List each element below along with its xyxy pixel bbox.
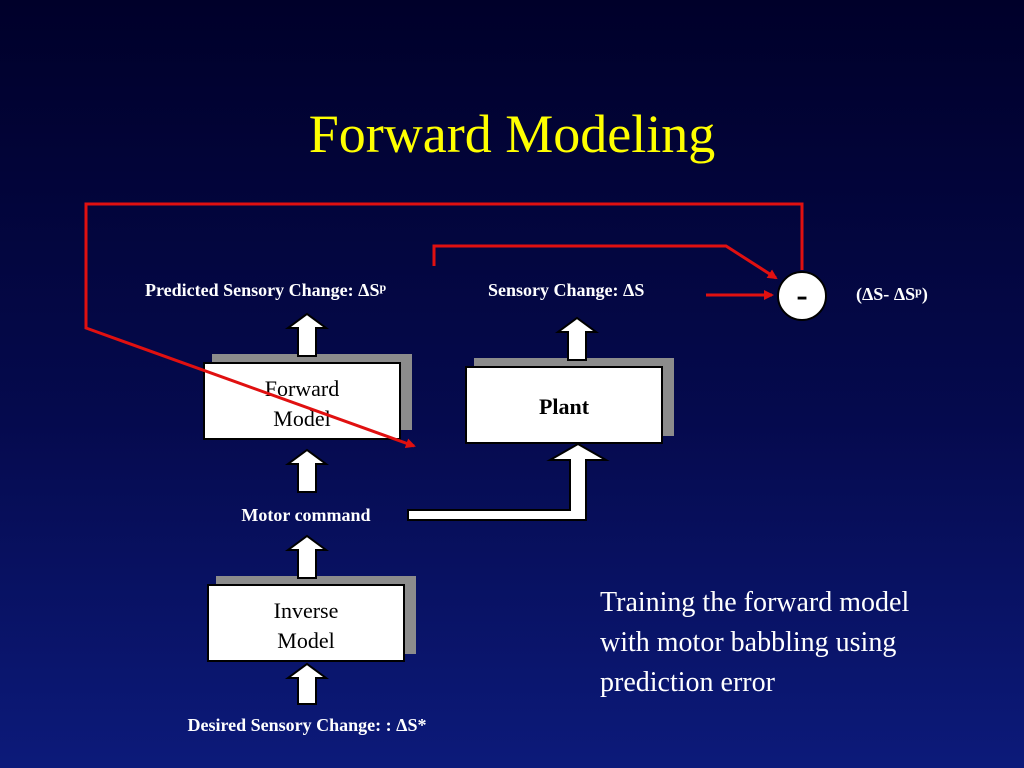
inverse-model-box: Inverse Model <box>207 576 416 662</box>
slide-title: Forward Modeling <box>309 104 715 164</box>
arrow-plant-to-sensory <box>554 316 600 361</box>
desired-sensory-label: Desired Sensory Change: : ΔS* <box>188 715 427 735</box>
inverse-model-line2: Model <box>277 628 334 653</box>
arrow-motor-to-forward <box>284 448 330 493</box>
predicted-to-comparator-line <box>432 244 778 280</box>
inverse-model-line1: Inverse <box>274 598 339 623</box>
comparator-node: - <box>777 271 827 321</box>
caption-line3: prediction error <box>600 667 776 698</box>
prediction-error-label: (ΔS- ΔSp) <box>856 284 928 305</box>
plant-box: Plant <box>465 358 674 444</box>
caption-line2: with motor babbling using <box>600 627 896 658</box>
caption: Training the forward model with motor ba… <box>600 587 909 698</box>
forward-model-line2: Model <box>273 406 330 431</box>
arrow-inverse-to-motor <box>284 534 330 579</box>
arrow-desired-to-inverse <box>284 662 330 705</box>
arrow-forward-to-predicted <box>284 312 330 357</box>
forward-model-box: Forward Model <box>203 354 412 440</box>
motor-command-label: Motor command <box>241 505 370 525</box>
error-feedback-lines <box>84 202 804 448</box>
caption-line1: Training the forward model <box>600 587 909 618</box>
predicted-sensory-label: Predicted Sensory Change: ΔSp <box>145 280 386 300</box>
arrow-motor-to-plant <box>407 442 610 521</box>
plant-label: Plant <box>539 394 590 419</box>
error-to-forward-model-line <box>84 202 804 448</box>
sensory-change-label: Sensory Change: ΔS <box>488 280 644 300</box>
comparator-minus: - <box>796 277 807 314</box>
